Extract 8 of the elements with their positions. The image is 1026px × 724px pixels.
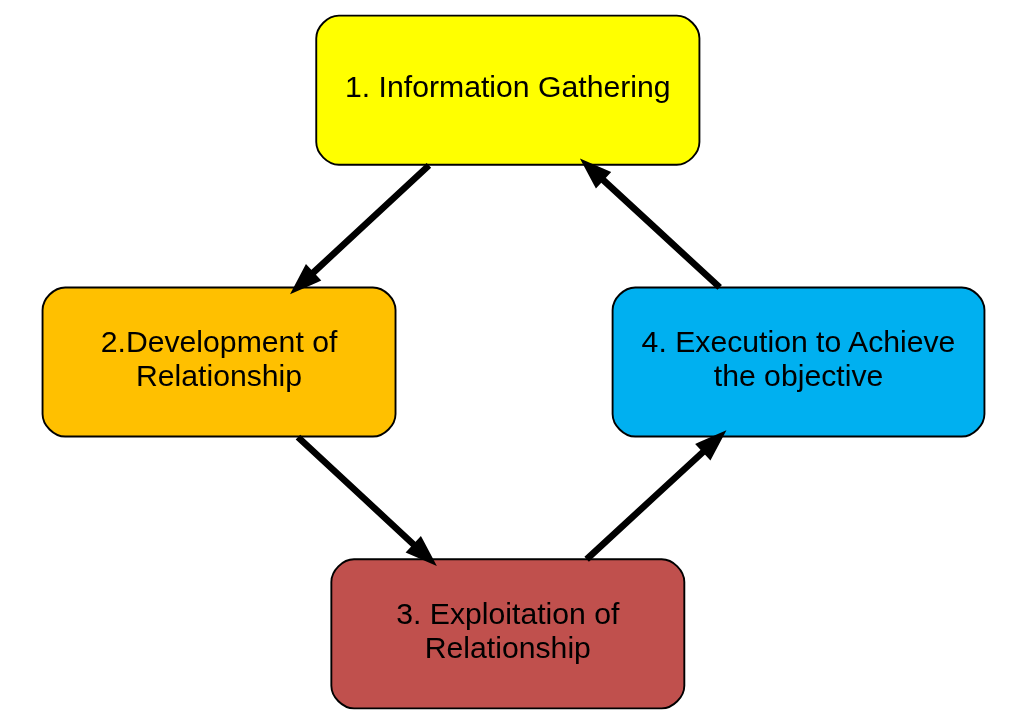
arrow — [289, 162, 431, 295]
arrow — [579, 158, 722, 290]
node-box: 4. Execution to Achieve the objective — [611, 286, 985, 438]
node-box: 1. Information Gathering — [314, 14, 700, 166]
arrow — [583, 430, 726, 562]
node-box: 3. Exploitation of Relationship — [329, 558, 685, 710]
arrow — [295, 434, 437, 567]
node-box: 2.Development of Relationship — [41, 286, 396, 438]
